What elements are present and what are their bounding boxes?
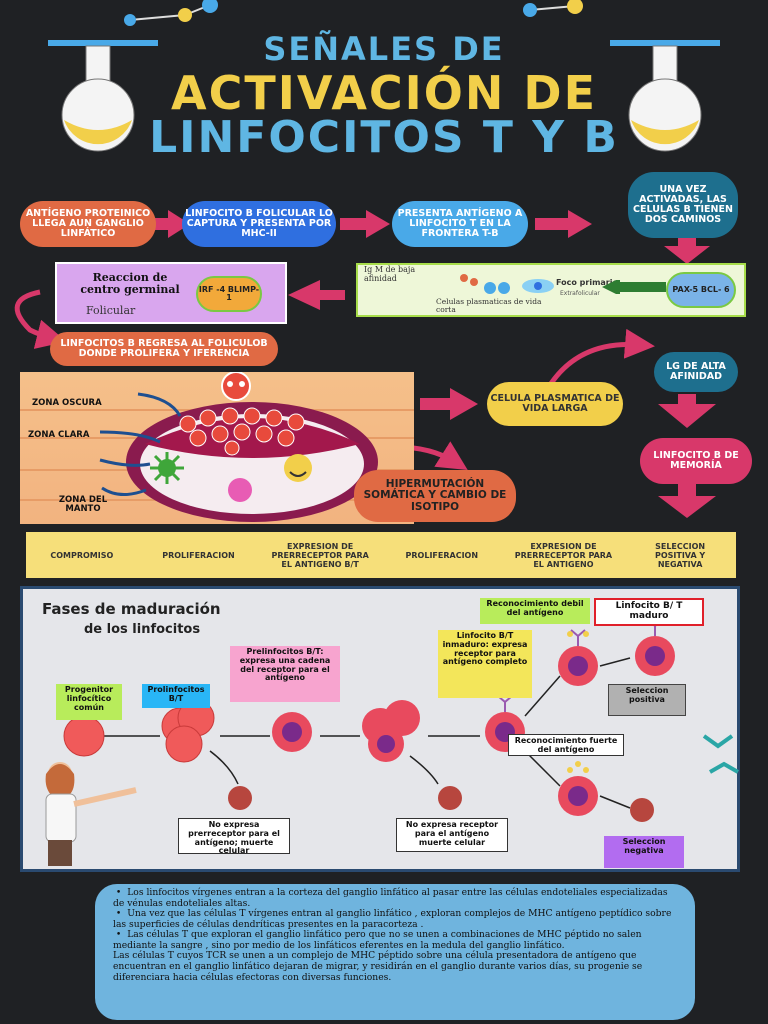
title-line3: LINFOCITOS T Y B xyxy=(149,112,619,163)
flow-step-two-paths: UNA VEZ ACTIVADAS, LAS CELULAS B TIENEN … xyxy=(628,172,738,238)
foco-sub: Extrafolicular xyxy=(560,290,600,297)
igm-label: Ig M de baja afinidad xyxy=(364,265,416,283)
stage-item: EXPRESION DE PRERRECEPTOR PARA EL ANTIGE… xyxy=(514,541,613,569)
label-prelinfocitos: Prelinfocitos B/T: expresa una cadena de… xyxy=(230,646,340,702)
phases-title-1: Fases de maduración xyxy=(42,600,221,618)
title-line2: ACTIVACIÓN DE xyxy=(170,66,598,120)
stage-item: PROLIFERACION xyxy=(405,550,479,560)
flow-step-present: PRESENTA ANTÍGENO A LINFOCITO T EN LA FR… xyxy=(392,201,528,247)
plasma-cells-icon xyxy=(460,274,554,294)
label-inmaduro: Linfocito B/T inmaduro: expresa receptor… xyxy=(438,630,532,698)
irf-badge: IRF -4 BLIMP-1 xyxy=(196,276,262,312)
label-no-rec: No expresa receptor para el antígeno mue… xyxy=(396,818,508,852)
flow-return-follicle: LINFOCITOS B REGRESA AL FOLICULOB DONDE … xyxy=(50,332,278,366)
plasma-long-pill: CELULA PLASMATICA DE VIDA LARGA xyxy=(487,382,623,426)
germinal-title: Reaccion de centro germinal xyxy=(80,271,180,297)
bullet-item: • Una vez que las células T vírgenes ent… xyxy=(113,908,672,930)
zone-dark-label: ZONA OSCURA xyxy=(32,398,102,408)
label-no-pre: No expresa prerreceptor para el antígeno… xyxy=(178,818,290,855)
foco-label: Foco primario xyxy=(556,278,618,287)
bullet-textbox: • Los linfocitos vírgenes entran a la co… xyxy=(95,884,695,1020)
molecule-decoration xyxy=(124,0,583,26)
hypermutation-pill: HIPERMUTACIÓN SOMÁTICA Y CAMBIO DE ISOTI… xyxy=(354,470,516,522)
germinal-sub: Folicular xyxy=(86,304,136,317)
maturation-diagram xyxy=(63,619,739,822)
stage-item: EXPRESION DE PRERRECEPTOR PARA EL ANTIGE… xyxy=(271,541,369,569)
label-sel-neg: Seleccion negativa xyxy=(604,836,684,868)
bullet-item: • Las células T que exploran el ganglio … xyxy=(113,929,642,951)
label-sel-pos: Seleccion positiva xyxy=(608,684,686,716)
high-affinity-pill: LG DE ALTA AFINIDAD xyxy=(654,352,738,392)
flask-icon xyxy=(610,40,720,152)
scientist-illustration xyxy=(45,762,137,866)
plasma-short-label: Celulas plasmaticas de vida corta xyxy=(436,297,542,315)
flow-step-antigen: ANTÍGENO PROTEINICO LLEGA AUN GANGLIO LI… xyxy=(20,201,156,247)
stage-item: PROLIFERACION xyxy=(162,550,235,560)
label-rec-debil: Reconocimiento debil del antígeno xyxy=(480,598,590,624)
title-line1: SEÑALES DE xyxy=(263,30,505,68)
zone-mantle-label: ZONA DEL MANTO xyxy=(58,495,108,515)
memory-b-pill: LINFOCITO B DE MEMORÍA xyxy=(640,438,752,484)
bullet-item: • Los linfocitos vírgenes entran a la co… xyxy=(113,887,668,909)
bullet-item: Las células T cuyos TCR se unen a un com… xyxy=(113,950,643,983)
stage-item: COMPROMISO xyxy=(50,550,114,560)
phases-title-2: de los linfocitos xyxy=(84,622,201,637)
label-prolinfocitos: Prolinfocitos B/T xyxy=(142,684,210,708)
stage-bar: COMPROMISO PROLIFERACION EXPRESION DE PR… xyxy=(26,532,736,578)
flask-icon xyxy=(48,40,158,152)
flow-step-capture: LINFOCITO B FOLICULAR LO CAPTURA Y PRESE… xyxy=(182,201,336,247)
germinal-zone-illustration xyxy=(20,372,414,522)
pax-badge: Pax-5 Bcl- 6 xyxy=(666,272,736,308)
stage-item: SELECCION POSITIVA Y NEGATIVA xyxy=(654,541,706,569)
label-maduro: Linfocito B/ T maduro xyxy=(594,598,704,626)
label-rec-fuerte: Reconocimiento fuerte del antígeno xyxy=(508,734,624,756)
arrow-icon xyxy=(602,280,666,294)
zone-light-label: ZONA CLARA xyxy=(28,430,90,440)
label-progenitor: Progenitor linfocítico común xyxy=(56,684,122,720)
